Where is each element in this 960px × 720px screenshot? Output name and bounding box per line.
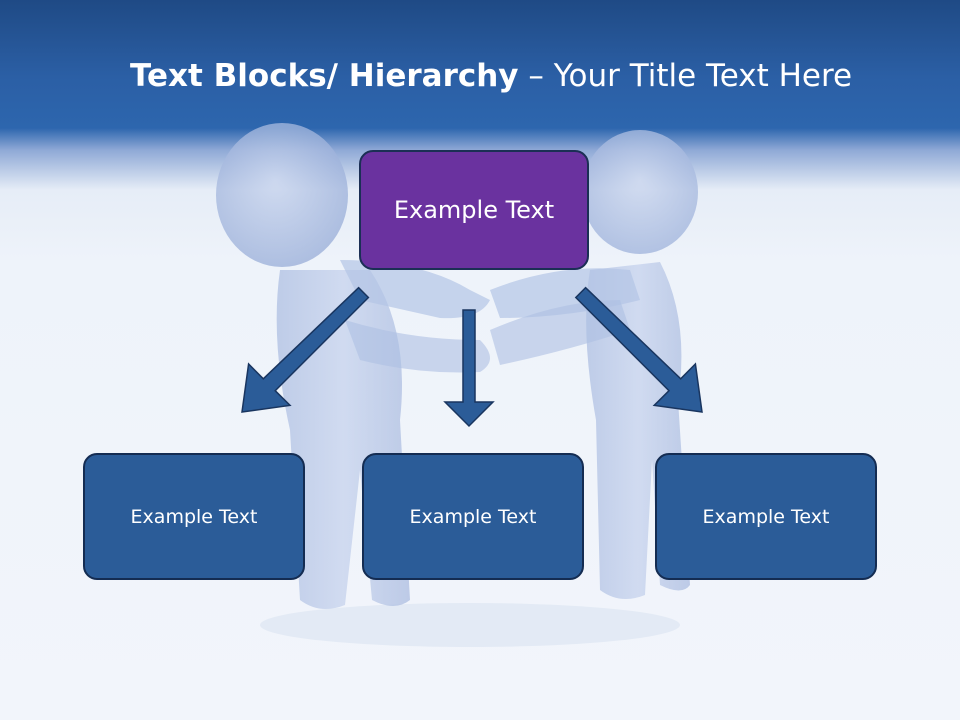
title-bold-part: Text Blocks/ Hierarchy: [130, 58, 519, 94]
top-level-box: Example Text: [359, 150, 589, 270]
header-band: [0, 0, 960, 128]
arrow-down-left: [241, 286, 370, 413]
arrow-down-right: [574, 286, 703, 413]
top-level-box-label: Example Text: [393, 196, 555, 224]
arrow-down-center: [443, 309, 495, 428]
slide-title: Text Blocks/ Hierarchy – Your Title Text…: [130, 52, 930, 100]
child-box-center: Example Text: [362, 453, 584, 580]
child-box-right: Example Text: [655, 453, 877, 580]
title-separator: –: [518, 58, 554, 94]
child-box-label: Example Text: [130, 505, 258, 528]
child-box-left: Example Text: [83, 453, 305, 580]
child-box-label: Example Text: [409, 505, 537, 528]
title-regular-part: Your Title Text Here: [553, 58, 853, 94]
child-box-label: Example Text: [702, 505, 830, 528]
